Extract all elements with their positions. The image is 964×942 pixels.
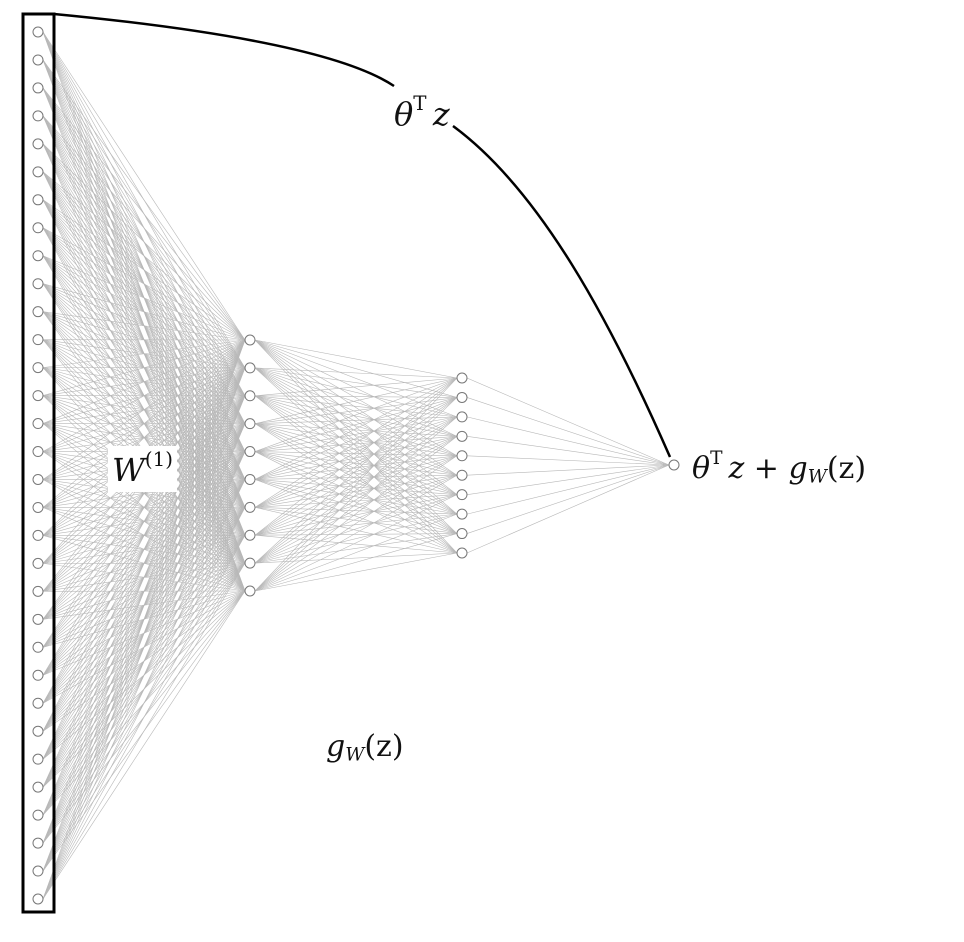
- neuron-node: [32, 725, 44, 737]
- neuron-node: [456, 411, 468, 423]
- neuron-node: [32, 54, 44, 66]
- neuron-node: [32, 222, 44, 234]
- neuron-node: [32, 278, 44, 290]
- neuron-node: [244, 418, 256, 430]
- layer-hidden1: [244, 334, 256, 597]
- neuron-node: [32, 166, 44, 178]
- network-function-label: gW(z): [326, 729, 404, 766]
- neuron-node: [32, 473, 44, 485]
- linear-term-label: θT z: [394, 92, 450, 133]
- neuron-node: [32, 138, 44, 150]
- output-expression-label: θT z + gW(z): [692, 448, 867, 488]
- skip-connection-curve: [53, 12, 395, 88]
- input-layer-box: [21, 12, 56, 914]
- neuron-node: [244, 334, 256, 346]
- neuron-node: [32, 194, 44, 206]
- neuron-node: [32, 250, 44, 262]
- neuron-node: [32, 529, 44, 541]
- neuron-node: [32, 110, 44, 122]
- neuron-node: [32, 753, 44, 765]
- neuron-node: [32, 557, 44, 569]
- layer-input: [32, 26, 44, 905]
- neuron-node: [456, 372, 468, 384]
- neuron-node: [244, 529, 256, 541]
- neuron-node: [244, 501, 256, 513]
- neuron-node: [456, 469, 468, 481]
- neuron-node: [32, 26, 44, 38]
- neuron-node: [456, 489, 468, 501]
- neuron-node: [32, 837, 44, 849]
- neuron-node: [32, 697, 44, 709]
- neuron-node: [456, 430, 468, 442]
- neuron-node: [32, 809, 44, 821]
- neuron-node: [244, 446, 256, 458]
- neuron-node: [32, 585, 44, 597]
- neuron-node: [32, 390, 44, 402]
- neuron-node: [32, 82, 44, 94]
- edges: [42, 31, 670, 900]
- neuron-node: [668, 459, 680, 471]
- neuron-node: [456, 508, 468, 520]
- neuron-node: [244, 557, 256, 569]
- neuron-node: [32, 641, 44, 653]
- neuron-node: [244, 362, 256, 374]
- neuron-node: [244, 390, 256, 402]
- neuron-node: [32, 865, 44, 877]
- neuron-node: [456, 547, 468, 559]
- neuron-node: [456, 450, 468, 462]
- layer-hidden2: [456, 372, 468, 559]
- neuron-node: [32, 418, 44, 430]
- neuron-node: [32, 501, 44, 513]
- neuron-node: [456, 528, 468, 540]
- weight-matrix-label: W(1): [108, 446, 177, 492]
- neuron-node: [32, 362, 44, 374]
- neuron-node: [244, 473, 256, 485]
- skip-connection-curve: [452, 124, 672, 458]
- neuron-node: [32, 893, 44, 905]
- layer-output: [668, 459, 680, 471]
- neuron-node: [32, 613, 44, 625]
- neuron-node: [32, 781, 44, 793]
- neuron-node: [244, 585, 256, 597]
- neuron-node: [32, 669, 44, 681]
- neuron-node: [32, 306, 44, 318]
- neuron-node: [32, 334, 44, 346]
- neuron-node: [456, 391, 468, 403]
- neuron-node: [32, 446, 44, 458]
